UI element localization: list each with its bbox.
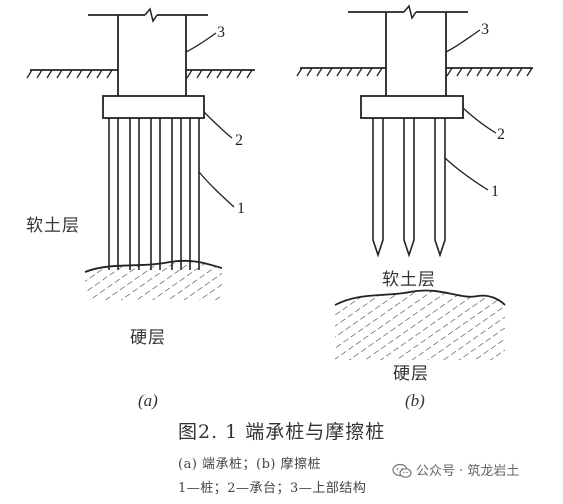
figure-caption-legend: (a) 端承桩；(b) 摩擦桩 xyxy=(178,457,322,472)
piles-a xyxy=(108,118,200,270)
label-2-a: 2 xyxy=(235,132,243,149)
ground-surface-b xyxy=(296,67,533,77)
label-2-b: 2 xyxy=(497,126,505,143)
hard-stratum-a xyxy=(84,259,223,300)
superstructure-column-b xyxy=(348,4,468,96)
watermark-text: 公众号 · 筑龙岩土 xyxy=(416,463,520,479)
wechat-icon xyxy=(392,463,412,478)
leader-lines-b xyxy=(444,29,497,191)
label-1-b: 1 xyxy=(491,183,499,200)
soft-soil-label-a: 软土层 xyxy=(26,216,80,236)
diagram-a xyxy=(26,7,255,300)
hard-stratum-b xyxy=(334,289,506,360)
superstructure-column-a xyxy=(88,7,208,96)
pile-cap-a xyxy=(102,95,205,119)
ground-surface-a xyxy=(26,69,255,79)
soft-soil-label-b: 软土层 xyxy=(382,270,436,290)
label-1-a: 1 xyxy=(237,200,245,217)
hard-layer-label-b: 硬层 xyxy=(393,364,429,384)
figure-title: 图2. 1 端承桩与摩擦桩 xyxy=(178,421,386,443)
leader-lines-a xyxy=(185,32,235,208)
label-3-b: 3 xyxy=(481,21,489,38)
diagram-b xyxy=(296,4,533,360)
label-3-a: 3 xyxy=(217,24,225,41)
piles-b xyxy=(372,118,446,258)
figure-caption-key: 1—桩；2—承台；3—上部结构 xyxy=(178,481,367,496)
hard-layer-label-a: 硬层 xyxy=(130,328,166,348)
watermark: 公众号 · 筑龙岩土 xyxy=(392,463,519,479)
subfigure-label-b: (b) xyxy=(405,391,425,410)
subfigure-label-a: (a) xyxy=(138,391,158,410)
pile-cap-b xyxy=(360,95,464,119)
